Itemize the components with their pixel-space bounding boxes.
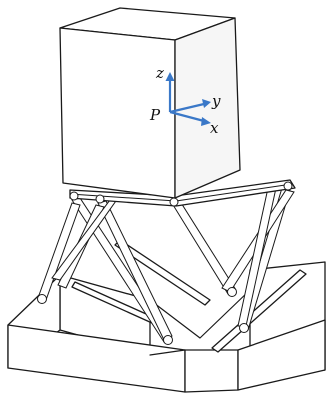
base-platform <box>7 239 326 393</box>
x-axis-label: x <box>210 119 219 137</box>
rail-right <box>211 269 307 353</box>
y-axis-arrowhead <box>202 99 211 108</box>
platform-joint-1 <box>69 191 79 201</box>
base-front-right <box>237 319 326 391</box>
cube-right-face <box>174 17 241 199</box>
platform-joint-3 <box>169 197 179 207</box>
rail-back <box>114 239 211 306</box>
platform-joint-2 <box>95 194 105 204</box>
legs <box>37 187 295 343</box>
base-joint-4 <box>37 294 47 304</box>
x-axis-arrowhead <box>201 117 211 126</box>
base-joints <box>37 287 249 345</box>
z-axis-arrowhead <box>165 72 175 81</box>
cube-payload <box>59 7 241 199</box>
base-front-mid <box>184 349 239 393</box>
x-axis-line <box>169 110 205 123</box>
point-p-label: P <box>149 106 161 124</box>
base-joint-1 <box>163 335 173 345</box>
y-axis-line <box>169 102 205 114</box>
coordinate-frame: z y x P <box>149 64 221 137</box>
y-axis-label: y <box>211 92 221 110</box>
platform-joint-4 <box>283 181 293 191</box>
z-axis-label: z <box>155 64 164 82</box>
base-joint-2 <box>227 287 237 297</box>
base-joint-3 <box>239 323 249 333</box>
base-ridge <box>149 289 251 339</box>
base-edge <box>149 349 186 356</box>
